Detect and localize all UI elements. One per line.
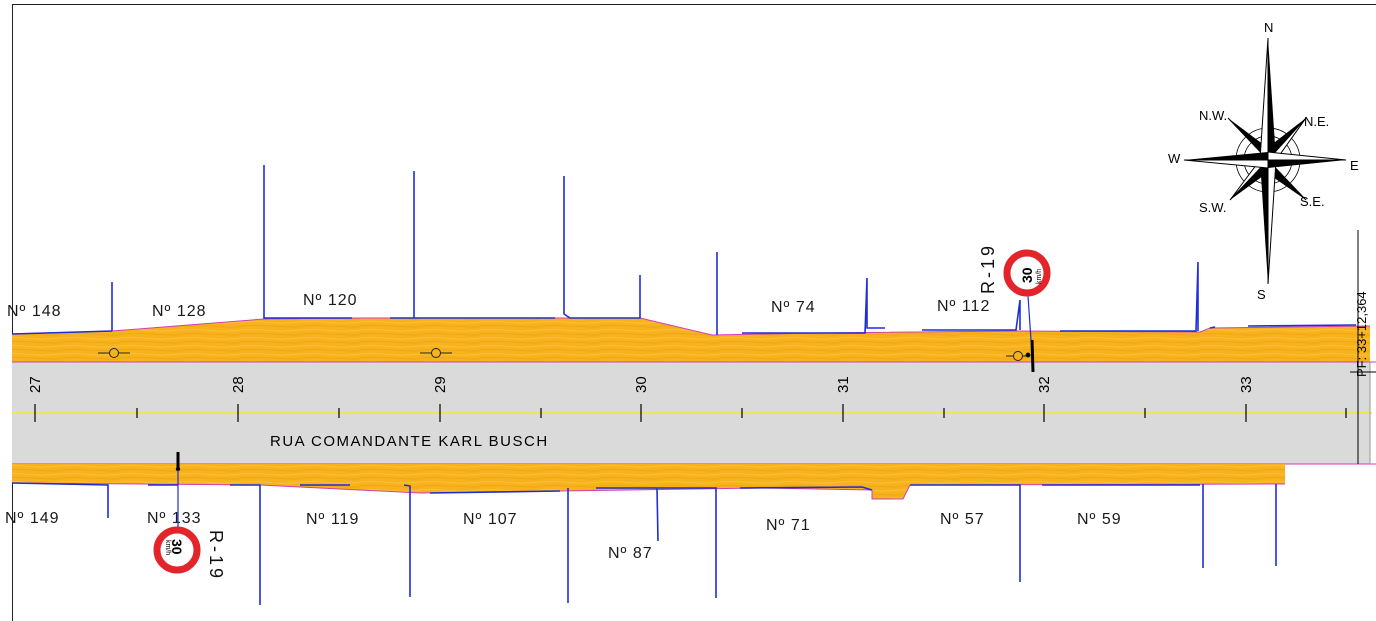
lot-number: Nº 133 bbox=[147, 510, 202, 527]
compass-rose-icon: N S E W N.E. N.W. S.E. S.W. bbox=[1168, 20, 1359, 302]
lot-number: Nº 128 bbox=[152, 303, 207, 320]
speed-limit-sign-north: 30 km/h R-19 bbox=[978, 243, 1051, 373]
sign-unit: km/h bbox=[1036, 269, 1043, 284]
south-property-walls bbox=[11, 482, 1277, 605]
station-label: 32 bbox=[1036, 376, 1053, 393]
speed-limit-icon bbox=[1003, 249, 1051, 297]
lot-number: Nº 71 bbox=[766, 517, 811, 534]
station-label: 27 bbox=[27, 376, 44, 393]
sign-code: R-19 bbox=[206, 530, 226, 581]
lot-number: Nº 120 bbox=[303, 292, 358, 309]
sign-speed: 30 bbox=[169, 539, 185, 555]
station-label: 29 bbox=[432, 376, 449, 393]
north-sidewalk-edge bbox=[11, 317, 1371, 336]
drawing-frame bbox=[12, 4, 1376, 621]
station-label: 31 bbox=[835, 376, 852, 393]
compass-ne: N.E. bbox=[1304, 114, 1329, 129]
lot-number: Nº 107 bbox=[463, 511, 518, 528]
south-sidewalk bbox=[12, 464, 1285, 499]
sign-unit: km/h bbox=[164, 540, 171, 555]
north-sidewalk bbox=[12, 318, 1370, 362]
station-label: 33 bbox=[1238, 376, 1255, 393]
compass-se: S.E. bbox=[1300, 194, 1325, 209]
station-label: 28 bbox=[230, 376, 247, 393]
light-pole-icon bbox=[420, 348, 452, 358]
station-label: 30 bbox=[633, 376, 650, 393]
lot-number: Nº 59 bbox=[1077, 511, 1122, 528]
lot-number: Nº 57 bbox=[940, 511, 985, 528]
station-ticks bbox=[34, 404, 1347, 422]
lot-number: Nº 112 bbox=[937, 298, 990, 315]
sign-code: R-19 bbox=[978, 243, 998, 294]
light-pole-icon bbox=[98, 348, 130, 358]
lot-number: Nº 119 bbox=[306, 511, 359, 528]
compass-nw: N.W. bbox=[1199, 108, 1227, 123]
compass-e: E bbox=[1350, 158, 1359, 173]
light-pole-icon bbox=[1006, 351, 1031, 361]
compass-s: S bbox=[1257, 287, 1266, 302]
street-name: RUA COMANDANTE KARL BUSCH bbox=[270, 433, 549, 450]
lot-number: Nº 74 bbox=[771, 299, 816, 316]
speed-limit-icon bbox=[153, 526, 201, 574]
lot-number: Nº 87 bbox=[608, 545, 653, 562]
compass-sw: S.W. bbox=[1199, 200, 1226, 215]
speed-limit-sign-south: 30 km/h R-19 bbox=[153, 452, 226, 581]
sign-speed: 30 bbox=[1019, 267, 1035, 283]
station-labels: 27 28 29 30 31 32 33 bbox=[27, 376, 1255, 393]
lot-number: Nº 149 bbox=[5, 510, 60, 527]
north-property-walls bbox=[11, 165, 1357, 335]
lot-number: Nº 148 bbox=[7, 303, 62, 320]
chainage-label: PF: 33+12,364 bbox=[1354, 291, 1369, 377]
compass-w: W bbox=[1168, 151, 1181, 166]
compass-n: N bbox=[1264, 20, 1273, 35]
